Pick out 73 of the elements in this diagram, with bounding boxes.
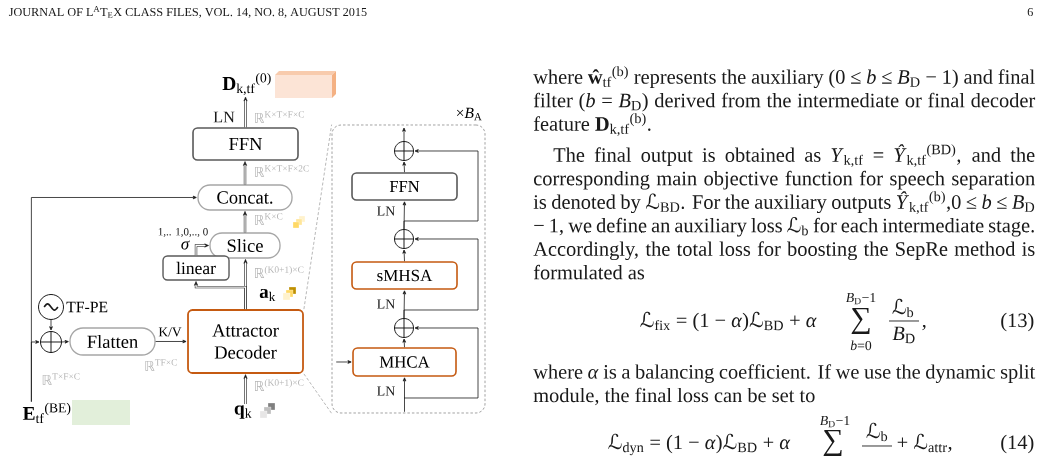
- sum-sign: ∑: [851, 307, 870, 334]
- arrow: [61, 340, 69, 344]
- arrow: [402, 161, 406, 173]
- arrow: [402, 127, 406, 142]
- arrow: [194, 281, 247, 310]
- edge-label: K/V: [158, 327, 182, 337]
- shape-label: ℝ$^{K×T×F×C}$: [255, 111, 305, 123]
- shape-label: ℝ$^{(K0+1)×C}$: [255, 379, 304, 391]
- shape-label: ℝ$^{K×T×F×2C}$: [255, 165, 309, 177]
- sum-limit: B$_{D}$−1: [819, 415, 850, 428]
- fraction-numerator: ℒ$_{b}$: [866, 422, 888, 442]
- edge-label: a$_{k}$: [259, 288, 276, 302]
- equation-comma: ,: [922, 324, 926, 331]
- equation-number: (14): [1001, 434, 1034, 454]
- arrow: [403, 149, 479, 230]
- arrow: [403, 326, 479, 399]
- sum-circle: [393, 140, 415, 162]
- arrow: [194, 243, 209, 256]
- sum-circle: [393, 228, 415, 250]
- sum-circle: [393, 317, 415, 339]
- arrow: [402, 377, 407, 413]
- arrow: [335, 360, 352, 364]
- paragraph: The final output is obtained as Y$_{k,tf}$ = Ŷ$_{k,tf}$$^{(BD)}$, and the corresponding main objective function for speech separation is denoted by ℒ$_{BD}$. For the auxiliary outputs Ŷ$_{k,tf}$$^{(b)}$,0 ≤ b ≤ B$_{D}$ − 1, we define an auxiliary loss ℒ$_{b}$ for each intermediate stage. Accordingly, the total loss for boosting the SepRe method is formulated as: [533, 144, 1035, 280]
- arrow: [243, 211, 247, 233]
- repeat-label: ×B$_{A}$: [456, 107, 482, 121]
- process-pill: Slice: [209, 232, 281, 259]
- equation-term: + ℒ$_{attr}$,: [897, 433, 952, 453]
- arrow: [243, 374, 248, 405]
- page-number: 6: [1027, 7, 1033, 17]
- fraction-numerator: ℒ$_{b}$: [892, 298, 914, 318]
- norm-label: LN: [377, 299, 395, 309]
- variable-label: q$_{k}$: [234, 405, 252, 419]
- process-pill: Flatten: [69, 327, 156, 356]
- arrow: [402, 338, 406, 348]
- shape-label: ℝ$^{TF×C}$: [145, 359, 177, 371]
- sum-limit: B$_{D}$−1: [845, 292, 876, 305]
- process-box: MHCA: [352, 347, 457, 377]
- norm-label: LN: [213, 111, 235, 123]
- process-pill: Concat.: [197, 184, 293, 211]
- shape-label: ℝ$^{K×C}$: [255, 213, 283, 225]
- variable-label: E$_{tf}$(BE): [22, 402, 71, 424]
- sum-limit: b=0: [850, 340, 872, 351]
- shape-label: ℝ$^{T×F×C}$: [42, 373, 80, 385]
- equation-term: ℒ$_{fix}$ = (1 − α)ℒ$_{BD}$ + α: [640, 311, 817, 332]
- sum-circle: [39, 330, 63, 354]
- process-box: FFN: [192, 127, 299, 161]
- equation-term: ℒ$_{dyn}$ = (1 − α)ℒ$_{BD}$ + α: [608, 433, 791, 456]
- paragraph: where α is a balancing coefficient. If we use the dynamic split module, the final loss can be set to: [533, 364, 1036, 406]
- shape-label: ℝ$^{(K0+1)×C}$: [255, 266, 304, 278]
- edge-label: σ: [181, 240, 190, 250]
- node-caption: TF-PE: [66, 301, 108, 313]
- arrow: [155, 339, 187, 344]
- arrow: [243, 161, 247, 185]
- process-box: linear: [162, 255, 230, 281]
- paragraph: where ŵ$_{tf}$$^{(b)}$ represents the auxiliary (0 ≤ b ≤ B$_{D}$ − 1) and final filter (b = B$_{D}$) derived from the intermediate or final decoder feature D$_{k,tf}$$^{(b)}$.: [533, 66, 1036, 136]
- equation-number: (13): [1001, 312, 1034, 332]
- arrow: [402, 249, 406, 262]
- arrow: [49, 319, 53, 331]
- norm-label: LN: [377, 206, 395, 216]
- arrow: [403, 237, 479, 319]
- mask-label: 1,.. 1,0,.., 0: [158, 228, 208, 237]
- arrow: [31, 340, 40, 403]
- norm-label: LN: [377, 386, 395, 396]
- arrow: [243, 96, 248, 128]
- process-box: sMHSA: [351, 261, 458, 290]
- fraction-denominator: B$_{D}$: [892, 326, 915, 344]
- sum-sign: ∑: [823, 429, 842, 456]
- process-box: Attractor Decoder: [187, 309, 304, 374]
- process-box: FFN: [351, 172, 458, 201]
- dashed-line: [303, 373, 332, 414]
- dashed-line: [303, 124, 332, 310]
- variable-label: D$_{k,tf}$(0): [222, 72, 271, 96]
- page-header: JOURNAL OF L$^{A}$T$_{E}$X CLASS FILES, VOL. 14, NO. 8, AUGUST 2015: [8, 6, 367, 18]
